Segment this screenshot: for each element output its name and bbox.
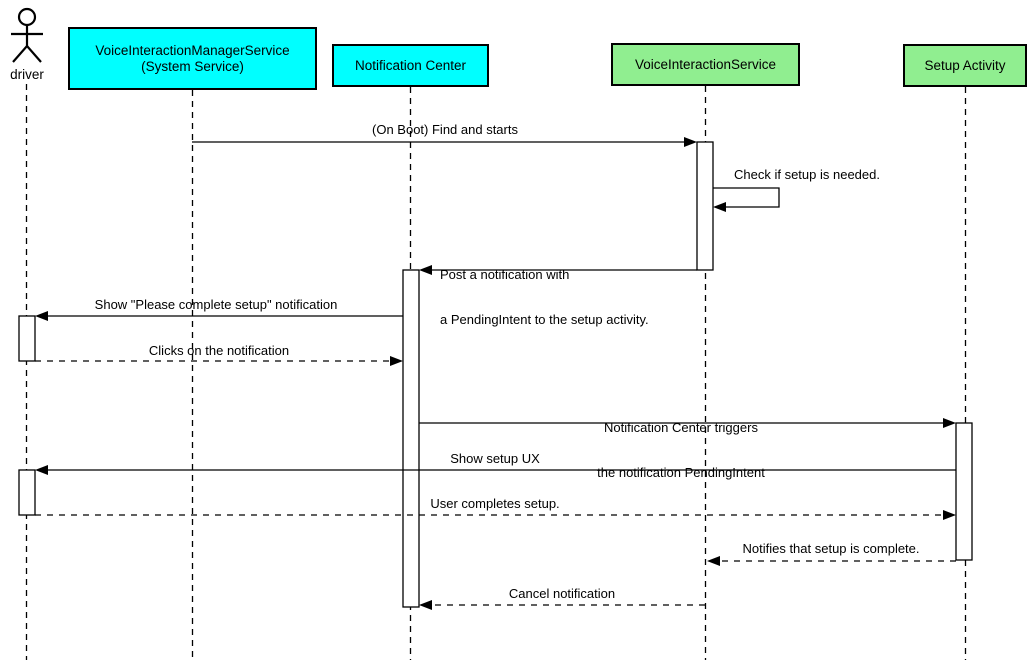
participant-label-line: VoiceInteractionManagerService: [95, 42, 290, 58]
participant-setup-activity: Setup Activity: [903, 44, 1027, 87]
arrowhead-icon: [35, 465, 48, 475]
message-label-cancel-notification: Cancel notification: [508, 586, 616, 601]
message-label-user-completes-setup: User completes setup.: [430, 496, 560, 511]
participant-voiceinteractionservice: VoiceInteractionService: [611, 43, 800, 86]
participant-label: Notification Center: [354, 57, 467, 73]
activation-notification-center: [402, 269, 420, 608]
message-arrow-check-if-setup-is-needed: [713, 187, 780, 208]
message-label-on-boot-find-and-starts: (On Boot) Find and starts: [372, 122, 518, 137]
arrowhead-icon: [419, 600, 432, 610]
participant-voiceinteractionmanagerservice: VoiceInteractionManagerService (System S…: [68, 27, 317, 90]
participant-notification-center: Notification Center: [332, 44, 489, 87]
arrowhead-icon: [707, 556, 720, 566]
message-label-show-please-complete-setup: Show "Please complete setup" notificatio…: [94, 297, 338, 312]
participant-label-line: (System Service): [141, 58, 244, 74]
activation-driver-2: [18, 469, 36, 516]
activation-setup-activity: [955, 422, 973, 561]
activation-driver-1: [18, 315, 36, 362]
message-label-check-if-setup-is-needed: Check if setup is needed.: [734, 167, 880, 182]
arrowhead-icon: [943, 510, 956, 520]
message-label-notifies-setup-complete: Notifies that setup is complete.: [742, 541, 920, 556]
actor-driver-label: driver: [10, 67, 44, 82]
message-label-post-a-notification: Post a notification with a PendingIntent…: [440, 267, 649, 327]
arrowhead-icon: [943, 418, 956, 428]
arrowhead-icon: [390, 356, 403, 366]
message-label-clicks-on-the-notification: Clicks on the notification: [148, 343, 290, 358]
participant-label: VoiceInteractionService: [634, 56, 777, 72]
activation-voiceinteractionservice: [696, 141, 714, 271]
actor-driver-icon: [11, 7, 43, 63]
message-label-show-setup-ux: Show setup UX: [450, 451, 540, 466]
arrowhead-icon: [419, 265, 432, 275]
arrowhead-icon: [684, 137, 697, 147]
arrowhead-icon: [35, 311, 48, 321]
message-label-triggers-pendingintent: Notification Center triggers the notific…: [597, 420, 765, 480]
participant-label: Setup Activity: [924, 57, 1006, 73]
arrowhead-icon: [713, 202, 726, 212]
